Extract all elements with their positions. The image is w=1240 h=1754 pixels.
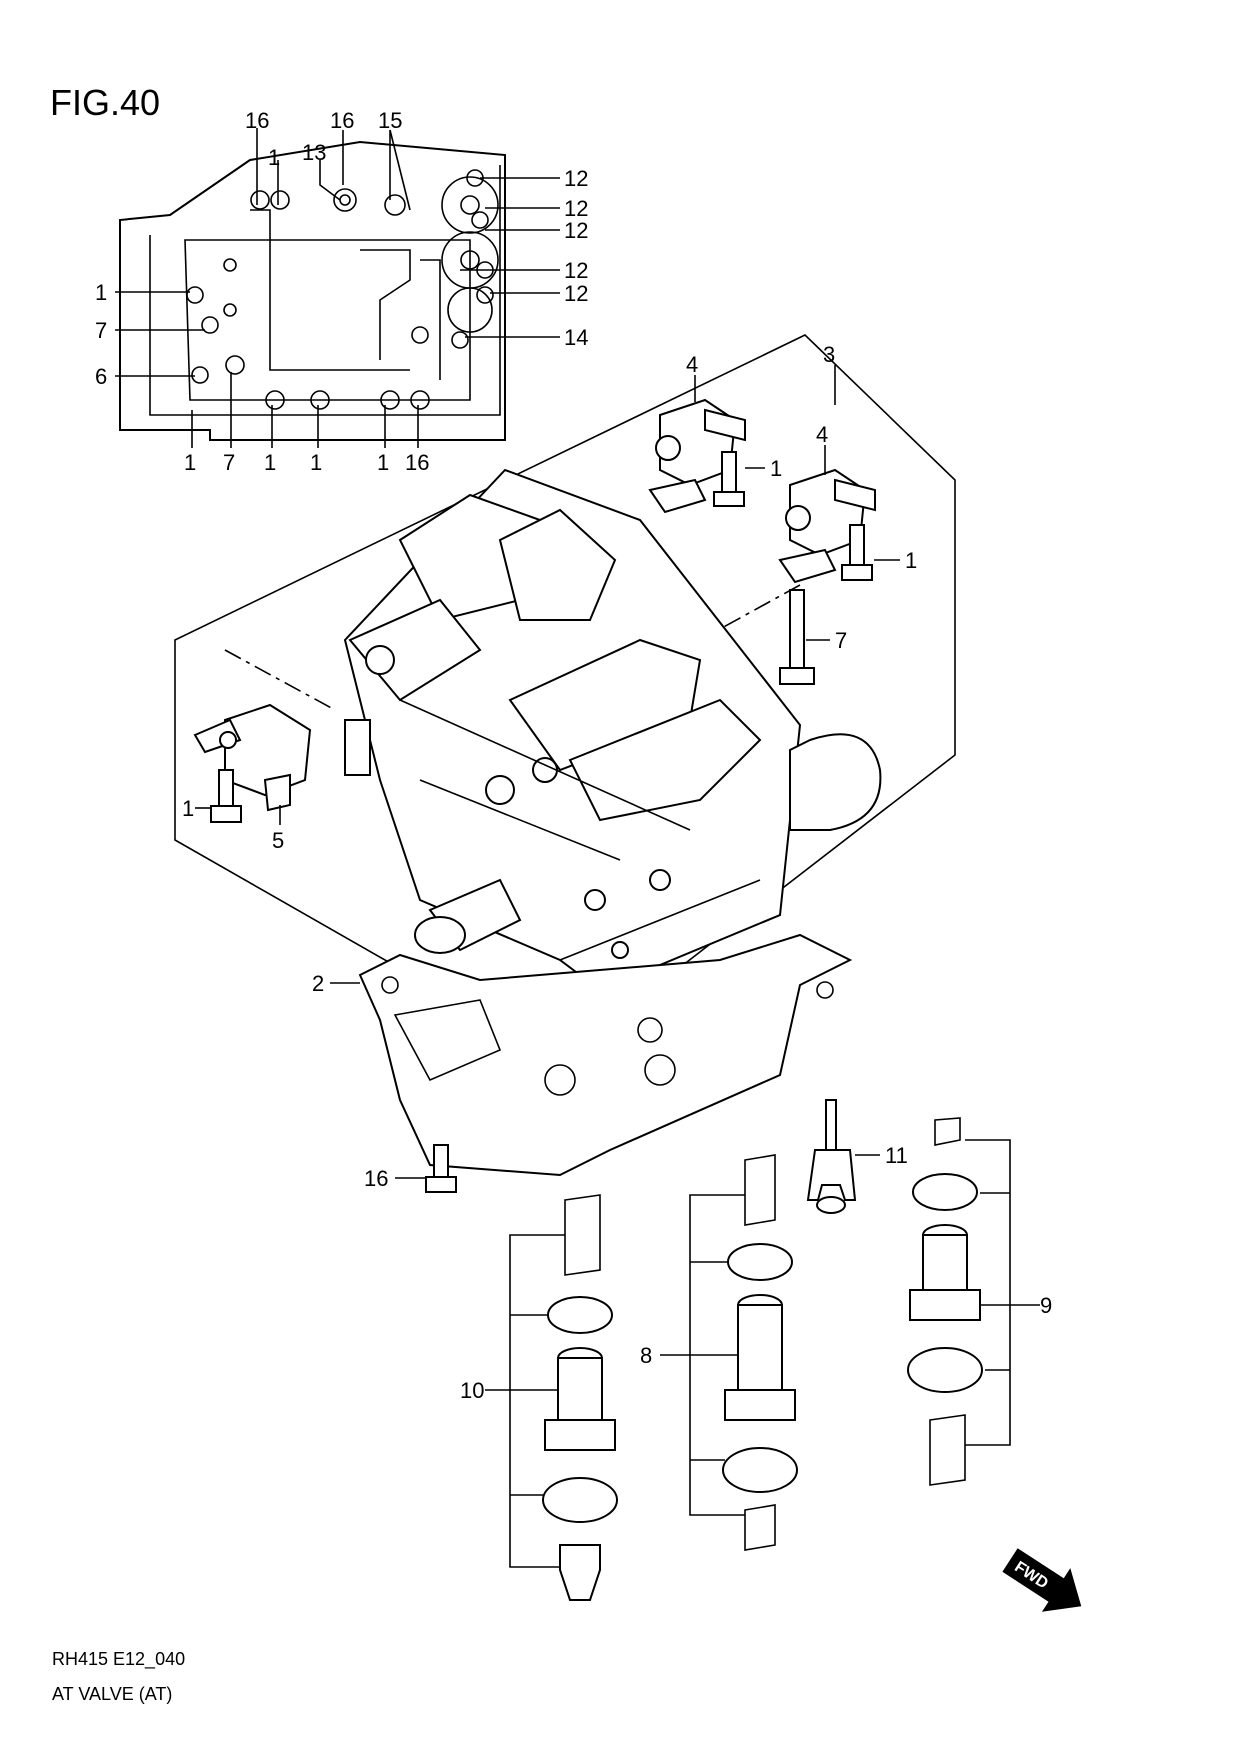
callout-1: 1 xyxy=(184,450,196,475)
solenoid-valve-left xyxy=(193,703,312,812)
callout-7: 7 xyxy=(835,628,847,653)
callout-1: 1 xyxy=(377,450,389,475)
valve-stack-8 xyxy=(722,1154,798,1551)
callout-2: 2 xyxy=(312,971,324,996)
callout-1: 1 xyxy=(310,450,322,475)
callout-11: 11 xyxy=(885,1143,908,1168)
callout-12: 12 xyxy=(564,196,588,221)
callout-6: 6 xyxy=(95,364,107,389)
callout-3: 3 xyxy=(823,342,835,367)
plug-11 xyxy=(806,1099,857,1214)
callout-1: 1 xyxy=(905,548,917,573)
separator-plate xyxy=(358,933,853,1177)
callout-8: 8 xyxy=(640,1343,652,1368)
valve-stack-10 xyxy=(542,1194,618,1601)
callout-16: 16 xyxy=(364,1166,388,1191)
long-bolt xyxy=(779,589,815,685)
callout-1: 1 xyxy=(268,145,280,170)
assembly-boundary xyxy=(174,334,956,1061)
callout-1: 1 xyxy=(770,456,782,481)
callout-4: 4 xyxy=(686,352,698,377)
bolt-16 xyxy=(425,1144,457,1193)
inset-case-view xyxy=(115,128,560,448)
callout-10: 10 xyxy=(460,1378,484,1403)
callout-13: 13 xyxy=(302,140,326,165)
forward-arrow-icon: FWD xyxy=(1002,1548,1082,1612)
callout-1: 1 xyxy=(264,450,276,475)
figure-name: AT VALVE (AT) xyxy=(52,1684,172,1704)
callout-12: 12 xyxy=(564,166,588,191)
callout-12: 12 xyxy=(564,258,588,283)
callout-9: 9 xyxy=(1040,1293,1052,1318)
callout-1: 1 xyxy=(182,796,194,821)
callout-12: 12 xyxy=(564,281,588,306)
figure-code: RH415 E12_040 xyxy=(52,1649,185,1670)
callout-16: 16 xyxy=(405,450,429,475)
callout-15: 15 xyxy=(378,108,402,133)
callout-7: 7 xyxy=(223,450,235,475)
bolt-right xyxy=(841,524,873,581)
valve-body xyxy=(343,468,882,992)
callout-16: 16 xyxy=(245,108,269,133)
callout-12: 12 xyxy=(564,218,588,243)
solenoid-valve-right xyxy=(778,468,876,584)
callout-4: 4 xyxy=(816,422,828,447)
callout-1: 1 xyxy=(95,280,107,305)
valve-stack-9 xyxy=(907,1117,983,1486)
bolt-left xyxy=(210,769,242,823)
callout-14: 14 xyxy=(564,325,588,350)
figure-title: FIG.40 xyxy=(50,82,160,123)
bolt-upper-right xyxy=(713,451,745,507)
callout-16: 16 xyxy=(330,108,354,133)
callout-7: 7 xyxy=(95,318,107,343)
callout-5: 5 xyxy=(272,828,284,853)
